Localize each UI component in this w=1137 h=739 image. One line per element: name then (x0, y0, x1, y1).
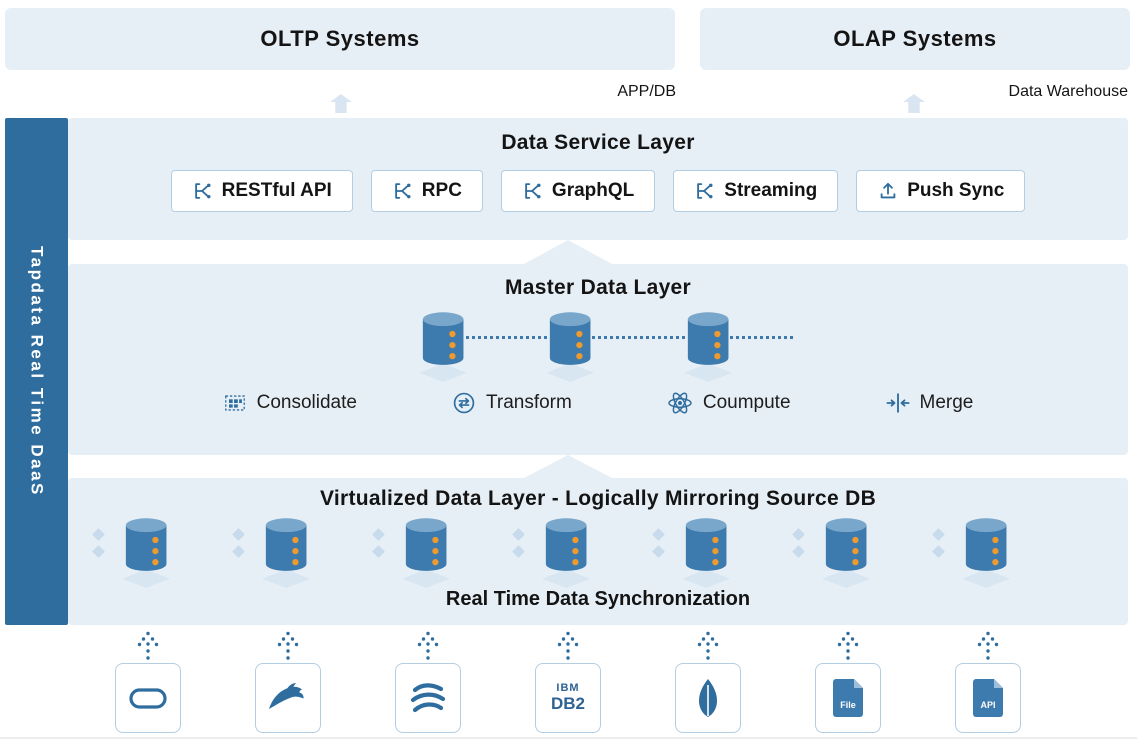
file-doc-icon: File (833, 679, 863, 717)
service-button-streaming: Streaming (673, 170, 839, 212)
atom-icon (667, 390, 693, 416)
source-box-mongodb (675, 663, 741, 733)
service-button-row: RESTful API RPC GraphQL Streaming (68, 170, 1128, 212)
mongodb-logo-icon (699, 679, 717, 717)
source-box-file: File (815, 663, 881, 733)
ibm-text: IBM (556, 682, 580, 695)
service-button-label: RESTful API (221, 180, 332, 201)
source-box-ibm-db2: IBM DB2 (535, 663, 601, 733)
source-box-api: API (955, 663, 1021, 733)
real-time-sync-label: Real Time Data Synchronization (445, 588, 751, 610)
bottom-divider (0, 737, 1137, 739)
up-chevron-icon (524, 455, 612, 478)
dotted-arrow-icon (977, 631, 999, 661)
data-service-layer-panel: Data Service Layer RESTful API RPC Graph… (68, 118, 1128, 240)
database-cylinder-icon (122, 516, 174, 588)
source-box-mysql (255, 663, 321, 733)
api-branch-icon (392, 180, 414, 202)
olap-systems-box: OLAP Systems (700, 8, 1130, 70)
database-cylinder-icon (962, 516, 1014, 588)
source-box-oracle (115, 663, 181, 733)
consolidate-grid-icon (223, 391, 247, 415)
database-cylinder-icon (419, 310, 471, 382)
dotted-arrow-icon (697, 631, 719, 661)
database-cylinder-icon (542, 516, 594, 588)
database-cylinder-icon (822, 516, 874, 588)
data-warehouse-label: Data Warehouse (1008, 83, 1128, 100)
service-button-label: Streaming (724, 180, 818, 201)
dotted-connector (448, 336, 793, 339)
ibm-db2-logo: IBM DB2 (551, 683, 585, 712)
dotted-arrow-icon (557, 631, 579, 661)
upload-icon (877, 180, 899, 202)
diamond-icon (792, 528, 805, 564)
feature-consolidate: Consolidate (223, 390, 357, 416)
diamond-icon (932, 528, 945, 564)
diamond-icon (652, 528, 665, 564)
api-doc-icon: API (973, 679, 1003, 717)
virtualized-data-layer-panel: Virtualized Data Layer - Logically Mirro… (68, 478, 1128, 625)
feature-label: Merge (919, 392, 974, 413)
transform-circle-icon (452, 391, 476, 415)
source-box-sqlserver (395, 663, 461, 733)
api-branch-icon (694, 180, 716, 202)
mysql-logo-icon (269, 683, 304, 709)
database-cylinder-icon (682, 516, 734, 588)
sidebar-label: Tapdata Real Time DaaS (27, 246, 47, 497)
feature-label: Coumpute (702, 392, 791, 413)
diamond-icon (512, 528, 525, 564)
service-button-label: Push Sync (907, 180, 1005, 201)
feature-label: Consolidate (256, 392, 357, 413)
up-chevron-icon (524, 240, 612, 264)
oracle-logo-icon (129, 688, 167, 709)
sidebar-tapdata-daas: Tapdata Real Time DaaS (5, 118, 68, 625)
service-button-push-sync: Push Sync (856, 170, 1026, 212)
dotted-arrow-icon (137, 631, 159, 661)
master-data-layer-title: Master Data Layer (504, 276, 692, 299)
feature-merge: Merge (885, 390, 974, 416)
database-cylinder-icon (684, 310, 736, 382)
service-button-rpc: RPC (370, 170, 483, 212)
virtualized-data-layer-title: Virtualized Data Layer - Logically Mirro… (319, 487, 877, 510)
dotted-arrow-icon (837, 631, 859, 661)
service-button-graphql: GraphQL (500, 170, 656, 212)
database-cylinder-icon (262, 516, 314, 588)
master-data-layer-panel: Master Data Layer Consolidate Transform (68, 264, 1128, 455)
diamond-icon (232, 528, 245, 564)
api-doc-label: API (980, 700, 996, 710)
feature-label: Transform (485, 392, 572, 413)
api-branch-icon (522, 180, 544, 202)
feature-transform: Transform (452, 390, 572, 416)
diamond-icon (372, 528, 385, 564)
olap-systems-label: OLAP Systems (833, 26, 997, 51)
app-db-label: APP/DB (617, 83, 676, 100)
oltp-systems-box: OLTP Systems (5, 8, 675, 70)
file-doc-label: File (840, 700, 856, 710)
up-arrow-icon (330, 94, 352, 113)
database-cylinder-icon (546, 310, 598, 382)
diamond-icon (92, 528, 105, 564)
sqlserver-logo-icon (410, 683, 446, 713)
master-feature-row: Consolidate Transform Coumpute Merge (68, 390, 1128, 416)
merge-arrows-icon (885, 391, 910, 415)
data-service-layer-title: Data Service Layer (501, 131, 695, 154)
feature-compute: Coumpute (667, 390, 791, 416)
database-cylinder-icon (402, 516, 454, 588)
service-button-label: GraphQL (551, 180, 635, 201)
service-button-label: RPC (421, 180, 462, 201)
oltp-systems-label: OLTP Systems (260, 26, 420, 51)
dotted-arrow-icon (417, 631, 439, 661)
up-arrow-icon (903, 94, 925, 113)
api-branch-icon (192, 180, 214, 202)
db2-text: DB2 (550, 693, 585, 713)
dotted-arrow-icon (277, 631, 299, 661)
service-button-restful-api: RESTful API (170, 170, 353, 212)
